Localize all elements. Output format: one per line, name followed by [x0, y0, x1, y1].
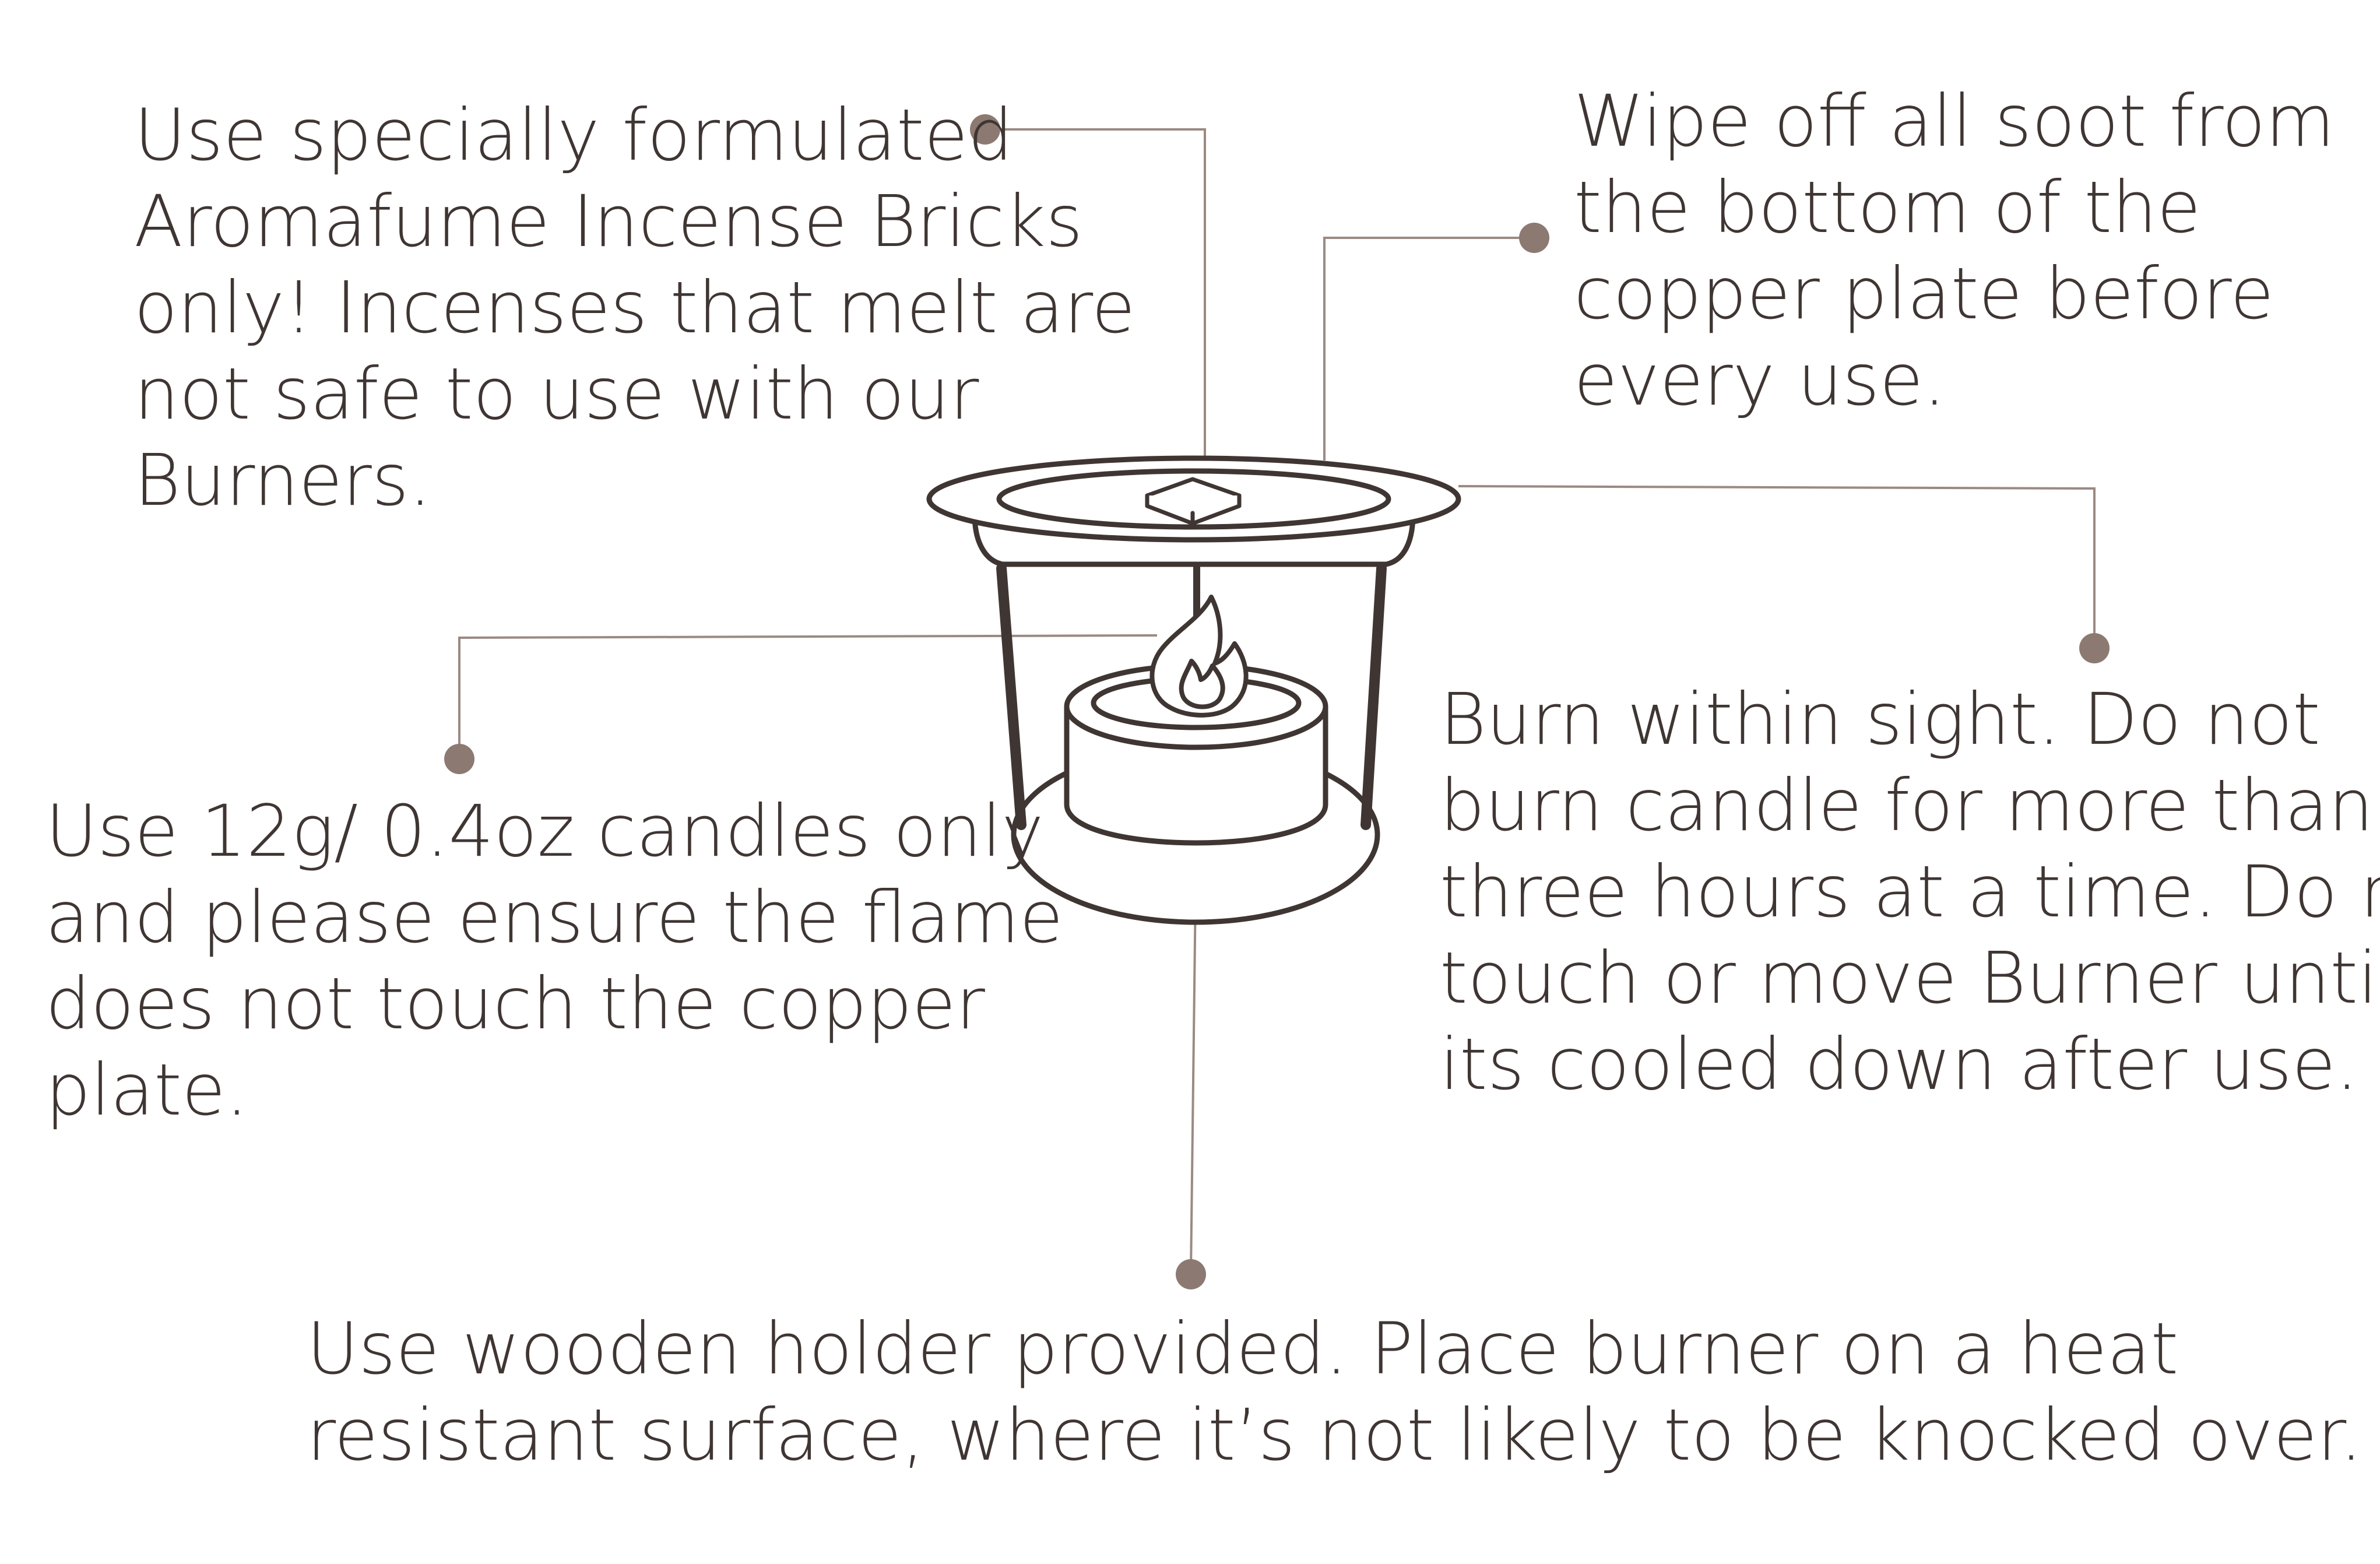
- note-line: Wipe off all soot from: [1574, 80, 2335, 163]
- note-line: Aromafume Incense Bricks: [134, 180, 1083, 263]
- note-line: touch or move Burner until: [1440, 937, 2380, 1020]
- leader-dot-soot: [1519, 223, 1549, 253]
- leader-line-sight: [1458, 485, 2096, 647]
- note-line: plate.: [45, 1049, 248, 1131]
- incense-burner-icon: [926, 455, 1461, 925]
- leader-dot-candle: [444, 744, 474, 774]
- note-candle-size: Use 12g/ 0.4oz candles only and please e…: [45, 788, 1063, 1133]
- note-line: does not touch the copper: [45, 962, 985, 1045]
- leader-line-holder: [1190, 891, 1197, 1273]
- copper-plate-inner: [996, 468, 1391, 530]
- note-wipe-soot: Wipe off all soot from the bottom of the…: [1574, 78, 2335, 423]
- leader-dot-incense: [970, 114, 1000, 145]
- note-line: not safe to use with our: [134, 353, 979, 435]
- note-line: Use wooden holder provided. Place burner…: [307, 1308, 2179, 1390]
- note-burn-within-sight: Burn within sight. Do not burn candle fo…: [1440, 676, 2380, 1108]
- note-line: Burners.: [134, 439, 432, 522]
- note-wooden-holder: Use wooden holder provided. Place burner…: [307, 1306, 2363, 1478]
- note-line: its cooled down after use.: [1440, 1023, 2358, 1106]
- note-line: three hours at a time. Do not: [1440, 850, 2380, 933]
- leader-line-soot: [1323, 237, 1534, 461]
- note-line: resistant surface, where it’s not likely…: [307, 1394, 2363, 1477]
- note-line: every use.: [1574, 339, 1946, 421]
- note-line: copper plate before: [1574, 252, 2274, 335]
- note-line: and please ensure the flame: [45, 876, 1063, 959]
- note-line: only! Incenses that melt are: [134, 266, 1135, 349]
- leader-dots: [444, 114, 2110, 1289]
- note-line: the bottom of the: [1574, 166, 2201, 249]
- leader-lines: [458, 128, 2096, 1273]
- leader-dot-sight: [2079, 633, 2110, 663]
- incense-brick-icon: [1145, 477, 1242, 526]
- leader-dot-holder: [1176, 1259, 1206, 1289]
- note-line: Use specially formulated: [134, 94, 1014, 177]
- note-line: Use 12g/ 0.4oz candles only: [45, 790, 1044, 873]
- note-line: Burn within sight. Do not: [1440, 678, 2321, 761]
- note-incense-bricks: Use specially formulated Aromafume Incen…: [134, 92, 1135, 523]
- flame-icon: [1149, 595, 1249, 718]
- leader-line-candle: [458, 634, 1158, 758]
- burner-legs: [996, 563, 1387, 830]
- leader-line-incense: [985, 128, 1206, 472]
- note-line: burn candle for more than: [1440, 764, 2374, 847]
